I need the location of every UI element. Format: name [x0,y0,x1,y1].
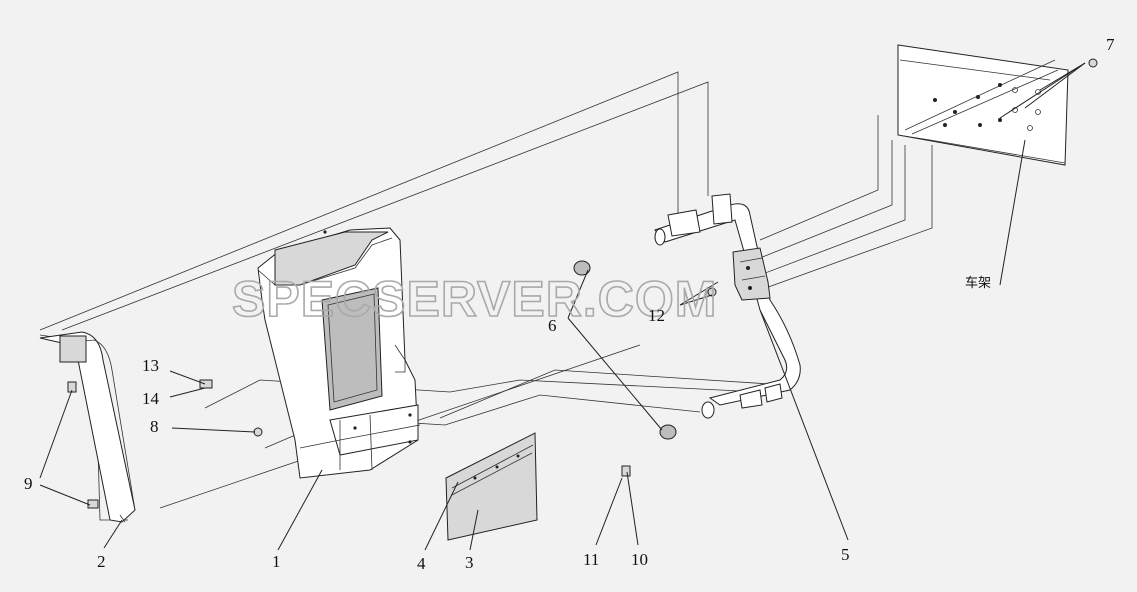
callout-labels: 7 13 14 8 9 2 1 4 3 11 10 5 6 12 [24,35,1115,573]
callout-1: 1 [272,552,281,571]
callout-9: 9 [24,474,33,493]
fastener-8 [253,427,263,437]
callout-4: 4 [417,554,426,573]
side-bracket-part-2 [39,331,136,523]
callout-10: 10 [631,550,648,569]
callout-12: 12 [648,306,665,325]
fender-panel-part-1 [257,227,421,479]
fastener-12 [707,287,717,297]
fastener-9-top [67,381,77,393]
callout-5: 5 [841,545,850,564]
callout-13: 13 [142,356,159,375]
callout-2: 2 [97,552,106,571]
end-caps-part-6 [573,260,677,440]
fasteners [67,58,1098,509]
callout-6: 6 [548,316,557,335]
frame-bolt-holes [933,83,1041,131]
callout-7: 7 [1106,35,1115,54]
fastener-9-bottom [87,499,99,509]
watermark-text: SPECSERVER.COM [232,271,717,327]
leader-lines [39,62,1086,551]
frame-rail [897,44,1069,166]
callout-3: 3 [465,553,474,572]
callout-11: 11 [583,550,599,569]
support-tube-part-5 [654,193,801,419]
fastener-13-14 [199,379,213,389]
fastener-10-11 [621,465,631,477]
frame-label: 车架 [965,275,991,291]
mud-flap-part-3 [445,432,538,541]
callout-8: 8 [150,417,159,436]
callout-14: 14 [142,389,160,408]
fastener-7 [1088,58,1098,68]
